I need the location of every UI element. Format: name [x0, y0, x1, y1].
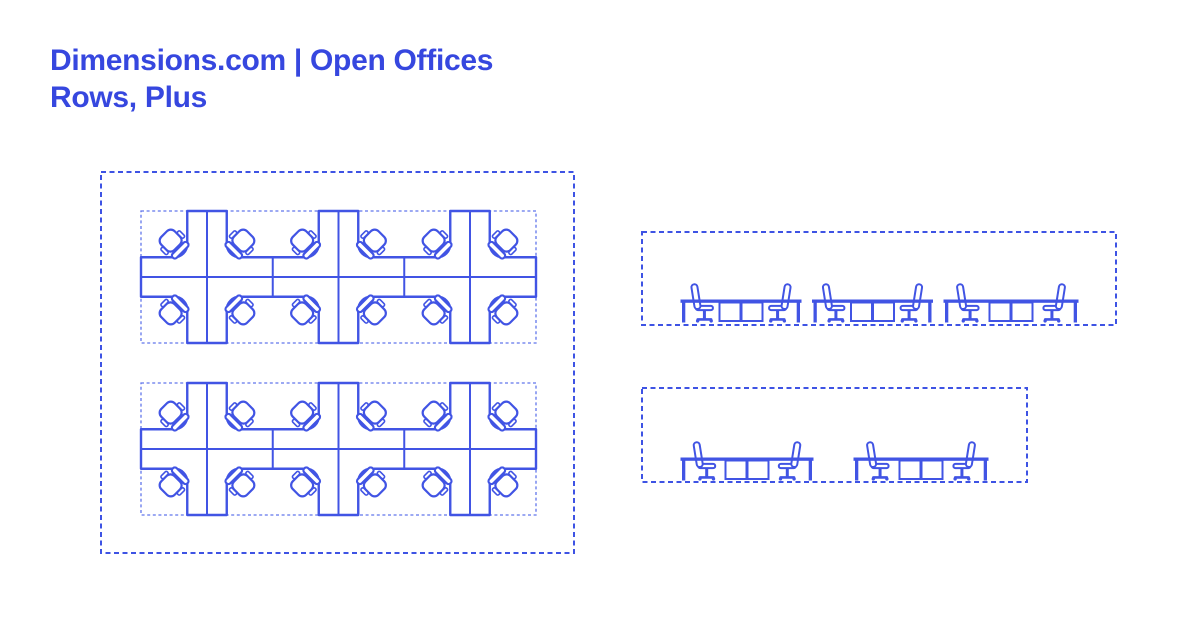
desk-chair-top-view: [487, 294, 519, 326]
desk-group-side-view: [680, 441, 814, 481]
figure-elevation-two-groups: [641, 387, 1028, 483]
figure-plan-view: [100, 171, 575, 554]
desk-chair-side-view: [690, 283, 714, 323]
desk-chair-top-view: [487, 400, 519, 432]
figure-elevation-three-groups: [641, 231, 1117, 326]
desk-chair-top-view: [421, 400, 453, 432]
desk-row: [139, 381, 538, 517]
desk-chair-top-view: [290, 466, 322, 498]
desk-chair-top-view: [290, 294, 322, 326]
desk-group-side-view: [853, 441, 989, 481]
desk-chair-top-view: [158, 466, 190, 498]
desk-chair-top-view: [290, 400, 322, 432]
desk-group-side-view: [680, 283, 802, 323]
desk-chair-top-view: [421, 294, 453, 326]
desk-group-side-view: [943, 283, 1079, 323]
desk-chair-top-view: [158, 294, 190, 326]
desk-chair-side-view: [952, 441, 976, 481]
desk-chair-top-view: [224, 400, 256, 432]
desk-chair-top-view: [421, 228, 453, 260]
desk-chair-side-view: [768, 283, 792, 323]
desk-chair-top-view: [158, 228, 190, 260]
desk-chair-side-view: [866, 441, 890, 481]
desk-chair-top-view: [487, 466, 519, 498]
desk-chair-side-view: [899, 283, 924, 323]
desk-chair-side-view: [692, 441, 717, 481]
desk-group-side-view: [812, 283, 933, 323]
desk-chair-top-view: [224, 466, 256, 498]
desk-chair-side-view: [777, 441, 802, 481]
desk-row: [139, 209, 538, 345]
page-title-line1: Dimensions.com | Open Offices: [50, 44, 494, 77]
desk-chair-side-view: [821, 283, 846, 323]
page-title: Dimensions.com | Open Offices Rows, Plus: [50, 42, 493, 116]
desk-chair-side-view: [956, 283, 980, 323]
desk-chair-top-view: [487, 228, 519, 260]
desk-chair-top-view: [421, 466, 453, 498]
desk-chair-top-view: [158, 400, 190, 432]
plus-desk-cluster-surface: [139, 381, 538, 517]
desk-chair-top-view: [224, 228, 256, 260]
desk-chair-top-view: [290, 228, 322, 260]
desk-chair-top-view: [355, 294, 387, 326]
desk-chair-top-view: [355, 228, 387, 260]
page-title-line2: Rows, Plus: [50, 81, 208, 114]
plus-desk-cluster-surface: [139, 209, 538, 345]
desk-chair-top-view: [355, 400, 387, 432]
desk-chair-top-view: [224, 294, 256, 326]
desk-chair-top-view: [355, 466, 387, 498]
desk-chair-side-view: [1042, 283, 1066, 323]
